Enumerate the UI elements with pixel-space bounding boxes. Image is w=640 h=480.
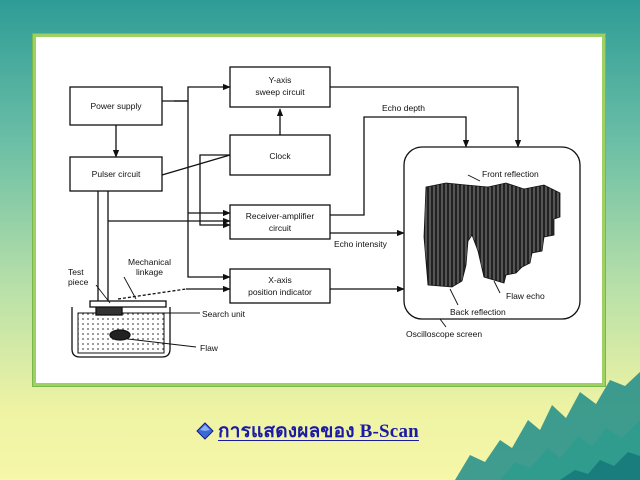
pulser-circuit-label: Pulser circuit	[92, 169, 141, 179]
mechanical-linkage-label-1: Mechanical	[128, 257, 171, 267]
y-axis-label-2: sweep circuit	[255, 87, 305, 97]
receiver-label-1: Receiver-amplifier	[246, 211, 315, 221]
clock-label: Clock	[269, 151, 291, 161]
power-supply-label: Power supply	[90, 101, 142, 111]
x-axis-label-2: position indicator	[248, 287, 312, 297]
diagram-frame: Power supply Pulser circuit Y-axis sweep…	[33, 34, 605, 386]
test-piece-label-1: Test	[68, 267, 84, 277]
flaw-label: Flaw	[200, 343, 219, 353]
search-unit-label: Search unit	[202, 309, 246, 319]
diamond-bullet-icon	[196, 422, 214, 440]
flaw-mark	[109, 329, 131, 341]
flaw-echo-label: Flaw echo	[506, 291, 545, 301]
echo-intensity-label: Echo intensity	[334, 239, 388, 249]
oscilloscope-screen-label: Oscilloscope screen	[406, 329, 482, 339]
slide-caption: การแสดงผลของ B-Scan	[196, 418, 419, 444]
receiver-label-2: circuit	[269, 223, 292, 233]
front-reflection-label: Front reflection	[482, 169, 539, 179]
test-piece-label-2: piece	[68, 277, 89, 287]
x-axis-label-1: X-axis	[268, 275, 292, 285]
echo-depth-label: Echo depth	[382, 103, 425, 113]
caption-title: การแสดงผลของ B-Scan	[218, 421, 419, 442]
b-scan-block-diagram: Power supply Pulser circuit Y-axis sweep…	[68, 66, 581, 358]
y-axis-label-1: Y-axis	[269, 75, 292, 85]
b-scan-display	[423, 182, 561, 288]
back-reflection-label: Back reflection	[450, 307, 506, 317]
mechanical-linkage-label-2: linkage	[136, 267, 163, 277]
test-piece	[71, 300, 171, 358]
